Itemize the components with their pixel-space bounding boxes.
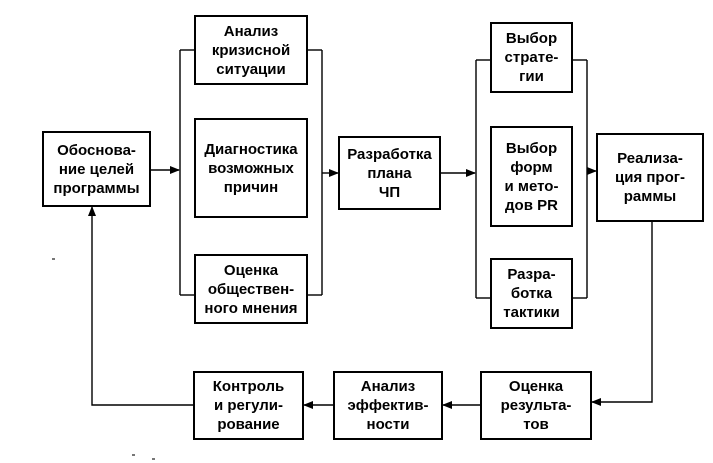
box-causes-diagnostics: Диагностика возможных причин xyxy=(194,118,308,218)
scan-speck xyxy=(152,458,155,460)
box-public-opinion: Оценка обществен- ного мнения xyxy=(194,254,308,324)
scan-speck xyxy=(52,258,55,260)
scan-speck xyxy=(132,454,135,456)
box-tactics-development: Разра- ботка тактики xyxy=(490,258,573,329)
box-efficiency-analysis: Анализ эффектив- ности xyxy=(333,371,443,440)
box-forms-methods: Выбор форм и мето- дов PR xyxy=(490,126,573,227)
box-program-implementation: Реализа- ция прог- раммы xyxy=(596,133,704,222)
box-program-goals: Обоснова- ние целей программы xyxy=(42,131,151,207)
arrow-implementation-to-results xyxy=(591,222,653,406)
box-control-regulation: Контроль и регули- рование xyxy=(193,371,304,440)
box-results-evaluation: Оценка результа- тов xyxy=(480,371,592,440)
box-crisis-analysis: Анализ кризисной ситуации xyxy=(194,15,308,85)
box-strategy-choice: Выбор страте- гии xyxy=(490,22,573,93)
arrow-control-to-goals xyxy=(88,206,193,406)
box-plan-development: Разработка плана ЧП xyxy=(338,136,441,210)
